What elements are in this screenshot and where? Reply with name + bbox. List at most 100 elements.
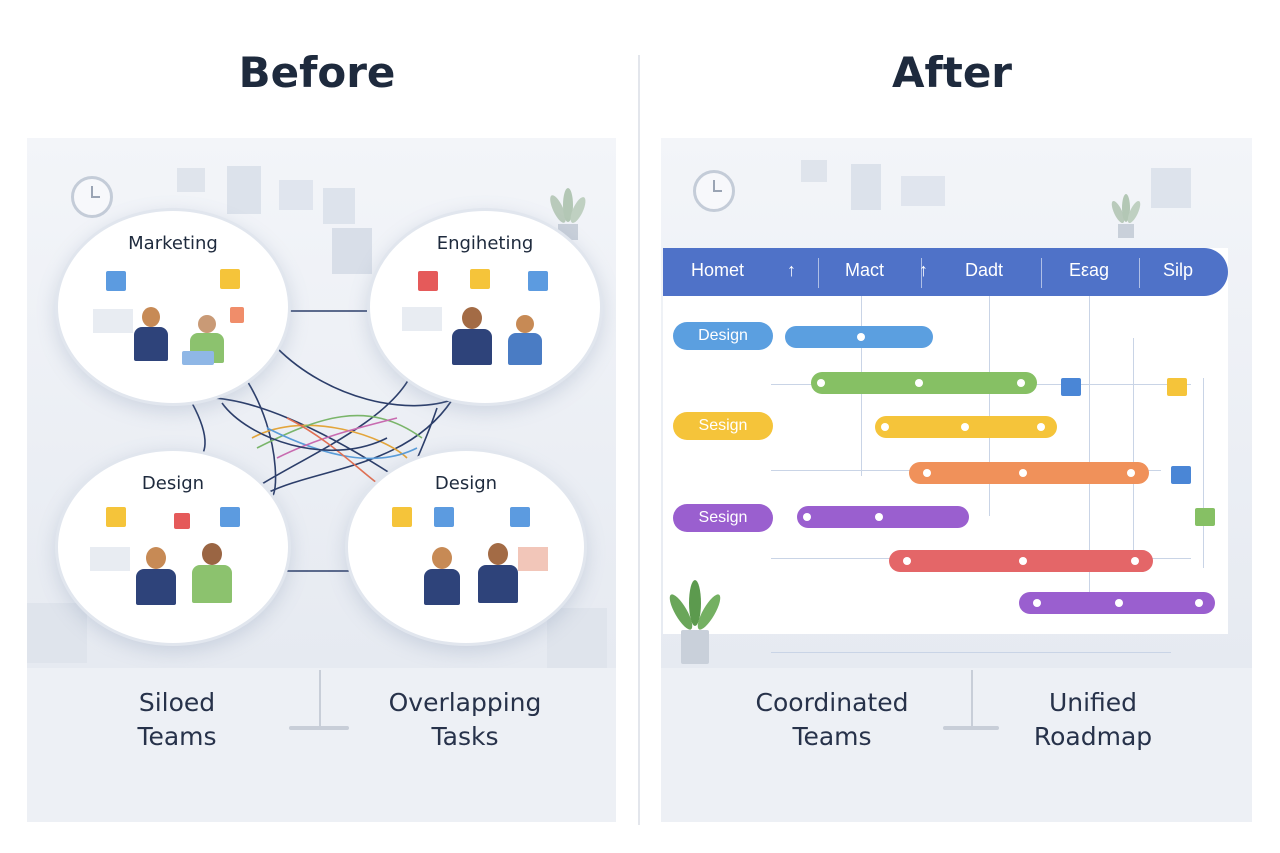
team-circle-marketing: Marketing [55, 208, 291, 406]
header-divider [921, 258, 922, 288]
office-shelf [851, 164, 881, 210]
team-label-design-right: Design [434, 473, 498, 494]
sticky-note [220, 507, 240, 527]
header-item-silp[interactable]: Silp [1163, 260, 1194, 280]
row-label-sesign-1: Sesign [673, 412, 773, 440]
office-shelf [279, 180, 313, 210]
roadmap-bar-green[interactable] [811, 372, 1037, 394]
office-shelf [801, 160, 827, 182]
laptop-icon [182, 351, 214, 365]
caption-line: Teams [792, 722, 872, 751]
connector-stand [971, 670, 973, 726]
office-shelf [227, 166, 261, 214]
before-title: Before [238, 48, 396, 97]
connector-stand [943, 726, 999, 730]
header-divider [1041, 258, 1042, 288]
caption-line: Coordinated [755, 688, 909, 717]
plant-icon [1109, 194, 1143, 238]
chart-sketch [90, 547, 130, 571]
sticky-note [106, 507, 126, 527]
roadmap-bar-red[interactable] [889, 550, 1153, 572]
sticky-note [106, 271, 126, 291]
header-divider [1139, 258, 1140, 288]
after-title: After [891, 48, 1013, 97]
caption-line: Tasks [431, 722, 499, 751]
caption-line: Siloed [138, 688, 216, 717]
header-divider [818, 258, 819, 288]
sticky-note [230, 307, 244, 323]
sticky-note [528, 271, 548, 291]
roadmap-bar-blue[interactable] [785, 326, 933, 348]
row-label-sesign-2: Sesign [673, 504, 773, 532]
person-avatar [508, 315, 542, 369]
timeline-connector [771, 652, 1171, 653]
roadmap-header: Homet ↑ Mact ↑ Dadt Eεag Silp [663, 248, 1228, 296]
chart-sketch [93, 309, 133, 333]
sticky-note [510, 507, 530, 527]
sticky-note [418, 271, 438, 291]
row-label-design: Design [673, 322, 773, 350]
clock-icon [71, 176, 113, 218]
milestone-marker[interactable] [1167, 378, 1187, 396]
sticky-note [434, 507, 454, 527]
center-divider [638, 55, 640, 825]
office-shelf [177, 168, 205, 192]
office-desk [332, 228, 372, 274]
office-shelf [901, 176, 945, 206]
caption-coordinated-teams: Coordinated Teams [721, 686, 943, 754]
header-item-dadt[interactable]: Dadt [965, 260, 1004, 280]
chart-sketch [518, 547, 548, 571]
roadmap-bar-purple-2[interactable] [1019, 592, 1215, 614]
arrow-up-icon: ↑ [787, 260, 796, 280]
connector-stand [289, 726, 349, 730]
milestone-marker[interactable] [1171, 466, 1191, 484]
caption-siloed-teams: Siloed Teams [97, 686, 257, 754]
caption-overlapping-tasks: Overlapping Tasks [357, 686, 573, 754]
timeline-connector [1133, 338, 1134, 558]
caption-line: Unified [1048, 688, 1138, 717]
office-shelf [1151, 168, 1191, 208]
sticky-note [470, 269, 490, 289]
caption-line: Teams [137, 722, 217, 751]
header-item-mact[interactable]: Mact [845, 260, 885, 280]
timeline-connector [1089, 296, 1090, 596]
team-label-engineering: Engiheting [436, 233, 534, 254]
person-avatar [452, 307, 492, 369]
sticky-note [392, 507, 412, 527]
caption-line: Roadmap [1033, 722, 1153, 751]
before-panel: Marketing Engiheting Design [27, 138, 616, 822]
team-circle-design-left: Design [55, 448, 291, 646]
person-avatar [478, 543, 518, 609]
before-caption-strip [27, 668, 616, 822]
office-shelf [323, 188, 355, 224]
team-circle-engineering: Engiheting [367, 208, 603, 406]
connector-stand [319, 670, 321, 726]
after-caption-strip [661, 668, 1252, 822]
roadmap-bar-orange[interactable] [909, 462, 1149, 484]
roadmap-bar-purple[interactable] [797, 506, 969, 528]
header-item-eeag[interactable]: Eεag [1069, 260, 1110, 280]
roadmap-board: Homet ↑ Mact ↑ Dadt Eεag Silp Design Ses… [663, 248, 1228, 653]
arrow-up-icon: ↑ [919, 260, 928, 280]
team-circle-design-right: Design [345, 448, 587, 646]
plant-icon [665, 578, 725, 664]
sticky-note [174, 513, 190, 529]
header-item-homet[interactable]: Homet [691, 260, 745, 280]
person-avatar [192, 543, 232, 609]
roadmap-bar-yellow[interactable] [875, 416, 1057, 438]
person-avatar [424, 547, 460, 609]
chart-sketch [402, 307, 442, 331]
sticky-note [220, 269, 240, 289]
office-desk [27, 603, 87, 663]
person-avatar [134, 307, 168, 369]
timeline-connector [989, 296, 990, 516]
caption-line: Overlapping [388, 688, 542, 717]
caption-unified-roadmap: Unified Roadmap [1001, 686, 1185, 754]
milestone-marker[interactable] [1061, 378, 1081, 396]
milestone-marker[interactable] [1195, 508, 1215, 526]
office-desk [547, 608, 607, 668]
clock-icon [693, 170, 735, 212]
team-label-marketing: Marketing [128, 233, 218, 254]
after-panel: Homet ↑ Mact ↑ Dadt Eεag Silp Design Ses… [661, 138, 1252, 822]
timeline-connector [1203, 378, 1204, 568]
